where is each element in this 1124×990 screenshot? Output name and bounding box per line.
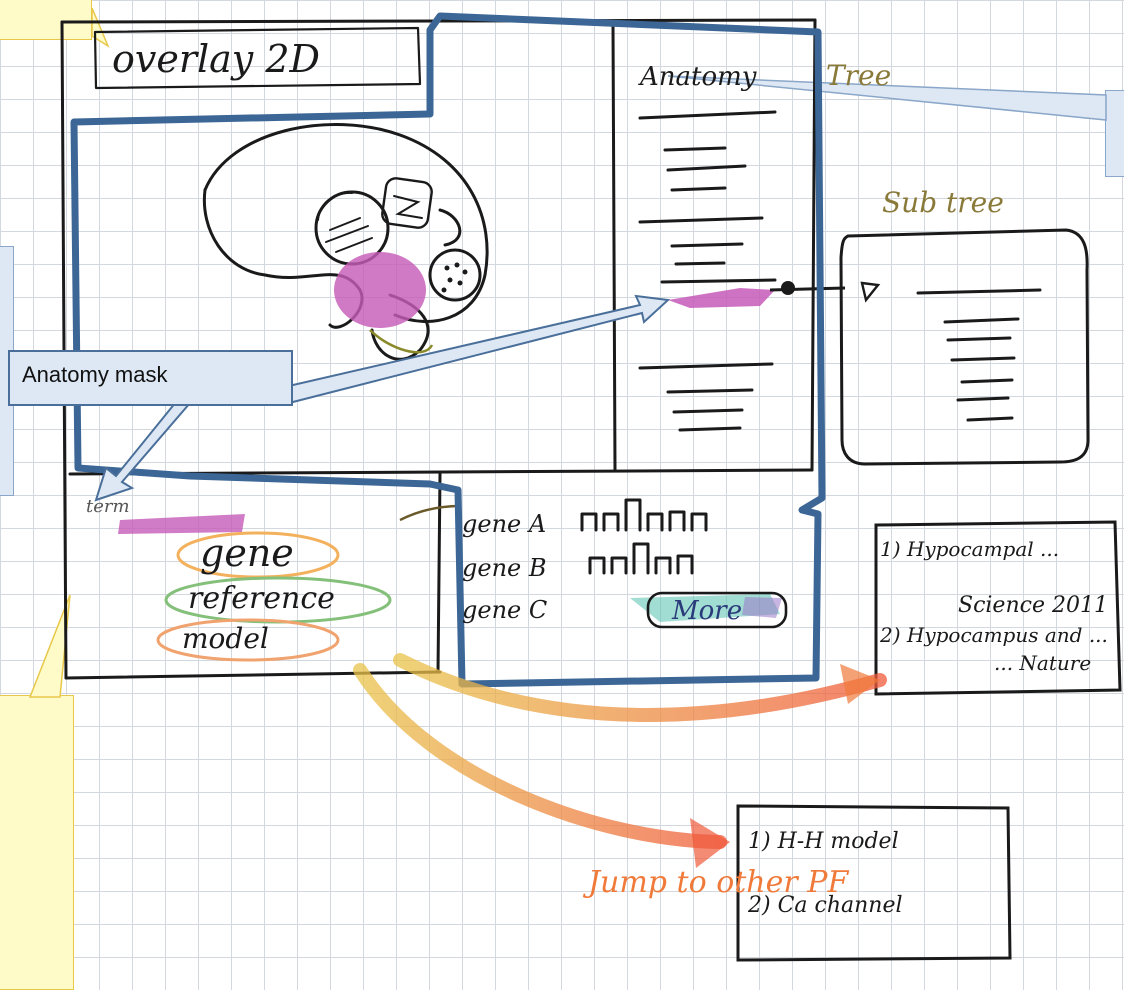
note-bottom-left [0,695,74,990]
more-button-outline [646,591,788,629]
anatomy-mask-label: Anatomy mask [22,362,168,387]
tree-mask-highlight [668,288,775,308]
tree-connector-knob [781,281,795,295]
tree-header: Tree [826,59,891,92]
note-bottom-left-pointer [28,594,71,698]
gene-c: gene C [462,596,547,624]
anatomy-mask-region [334,252,426,328]
note-top-left [0,0,92,40]
mask-callout-arrows [94,294,671,502]
pub-item-2: 2) Hypocampus and ... [879,623,1108,647]
subtree-label: Sub tree [882,186,1004,219]
note-top-right [1105,90,1124,177]
main-frame [60,18,817,680]
jump-label-text: Jump to other PF [582,865,849,900]
note-top-right-pointer [667,75,1107,121]
more-button[interactable]: More [671,596,742,626]
jump-arrow-publications-head [840,664,880,704]
dots [441,262,468,293]
brain-sketch [202,123,489,361]
link-reference: reference [188,581,335,616]
anatomy-header: Anatomy [638,62,757,92]
subtree-box [839,228,1090,466]
gene-b: gene B [462,554,547,582]
more-highlight-accent [742,597,782,618]
term-label: term [86,496,130,517]
jump-arrow-models [353,663,727,849]
models-box [736,804,1012,962]
model-item-2: 2) Ca channel [747,893,903,918]
term-arrow [399,504,461,522]
highlight-outline [70,12,826,688]
publications-box [874,520,1122,696]
mask-stem [369,329,434,354]
link-gene: gene [200,531,294,575]
gene-a: gene A [462,510,546,538]
anatomy-tree-lines [638,110,777,432]
jump-label: Jump to other PF [582,865,849,900]
term-highlight [118,514,245,534]
anatomy-mask-callout: Anatomy mask [8,350,293,406]
expression-bars [580,498,708,575]
link-model: model [182,622,269,655]
pub-item-1: 1) Hypocampal ... [880,537,1059,561]
title-box-label: overlay 2D [112,37,320,81]
pub-item-2-source: ... Nature [994,651,1091,675]
model-highlight [156,618,340,662]
pub-item-1-source: Science 2011 [958,593,1108,618]
jump-arrow-models-head [690,818,730,868]
jump-arrow-publications [393,653,887,722]
model-item-1: 1) H-H model [748,829,899,854]
